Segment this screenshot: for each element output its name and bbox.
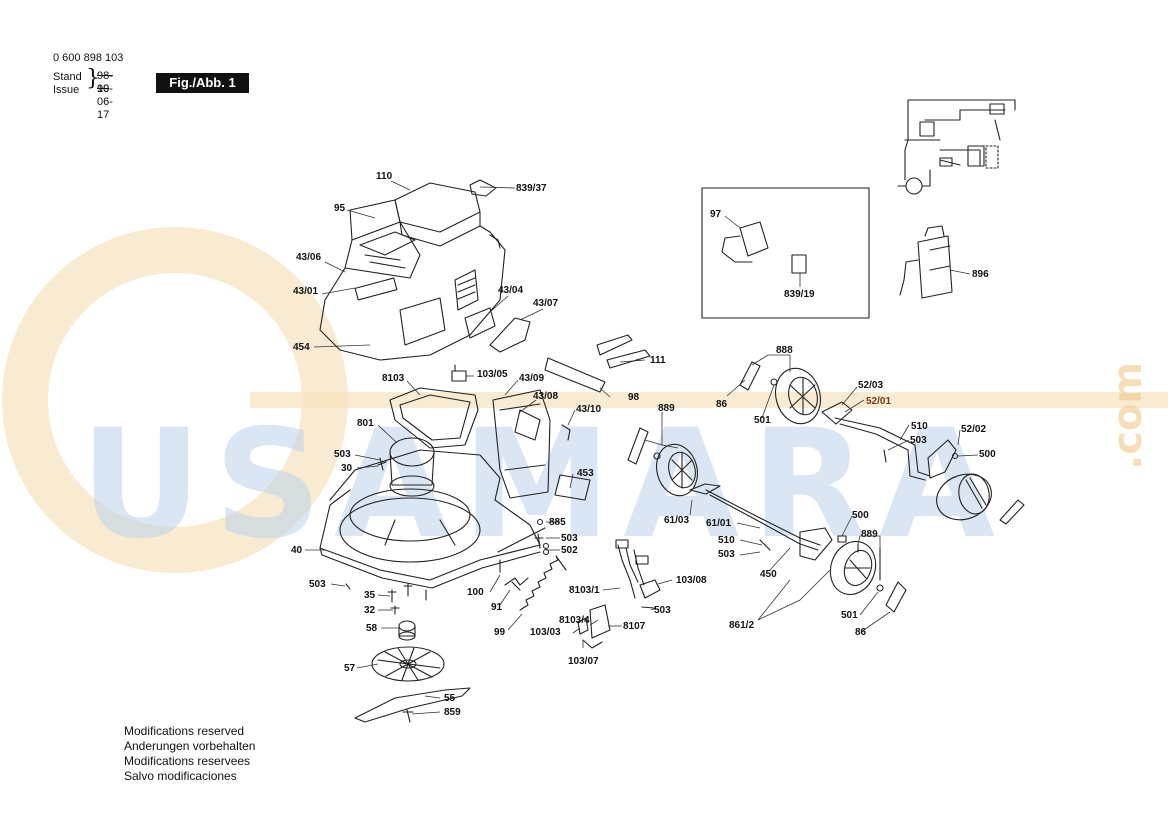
callout-453: 453 [577,468,594,479]
callout-500-a: 500 [979,449,996,460]
callout-103-07: 103/07 [568,656,599,667]
callout-43-04: 43/04 [498,285,524,296]
brace-icon: } [86,66,100,91]
callout-861-2: 861/2 [729,620,755,631]
front-axle-drawing [689,483,833,561]
callout-8107: 8107 [623,621,646,632]
callout-43-06: 43/06 [296,252,322,263]
issue-date: 99-06-17 [97,83,113,121]
callout-8103-1: 8103/1 [569,585,600,596]
callout-43-09: 43/09 [519,373,545,384]
callout-97: 97 [710,209,722,220]
figure-label: Fig./Abb. 1 [156,73,249,93]
callout-61-03: 61/03 [664,515,690,526]
callout-503-a: 503 [334,449,351,460]
front-wheel-left-drawing [829,535,907,613]
callout-103-03: 103/03 [530,627,561,638]
screws-drawing [345,457,655,723]
circuit-diagram-drawing [897,99,1016,195]
callout-500-b: 500 [852,510,869,521]
callout-896: 896 [972,269,989,280]
note-en: Modifications reserved [124,724,245,738]
callout-510-a: 510 [911,421,928,432]
callout-86-a: 86 [716,399,728,410]
callout-35: 35 [364,590,376,601]
callout-454: 454 [293,342,310,353]
part-number: 0 600 898 103 [53,52,124,64]
callout-61-01: 61/01 [706,518,732,529]
callout-58: 58 [366,623,378,634]
battery-pack-drawing [899,225,953,299]
callout-52-03: 52/03 [858,380,884,391]
note-de: Anderungen vorbehalten [124,739,256,753]
modification-notes: Modifications reserved Anderungen vorbeh… [124,724,255,784]
inset-box-drawing [701,187,870,319]
callout-8103: 8103 [382,373,405,384]
callout-8103-4: 8103/4 [559,615,590,626]
callout-839-19: 839/19 [784,289,815,300]
front-wheel-right-drawing [936,473,1025,525]
callout-91: 91 [491,602,503,613]
callout-43-07: 43/07 [533,298,559,309]
callout-503-d: 503 [654,605,671,616]
callout-43-01: 43/01 [293,286,319,297]
callout-95: 95 [334,203,346,214]
callout-503-b: 503 [561,533,578,544]
height-adjust-axle-drawing [821,401,959,481]
callout-57: 57 [344,663,356,674]
callout-52-01: 52/01 [866,396,892,407]
callout-859: 859 [444,707,461,718]
blade-assembly-drawing [354,620,471,723]
callout-889-a: 889 [658,403,675,414]
callout-503-e: 503 [910,435,927,446]
callout-32: 32 [364,605,376,616]
hood-drawing [319,179,506,361]
stand-label: Stand [53,71,82,83]
callout-103-08: 103/08 [676,575,707,586]
stand-date: 98-10 [97,70,113,95]
callout-55: 55 [444,693,456,704]
callout-98: 98 [628,392,640,403]
callout-111: 111 [650,355,666,366]
callout-40: 40 [291,545,303,556]
callout-885: 885 [549,517,566,528]
callout-100: 100 [467,587,484,598]
callout-510-b: 510 [718,535,735,546]
rear-wheels-drawing [627,361,822,497]
callout-43-08: 43/08 [533,391,559,402]
callout-501-a: 501 [754,415,771,426]
switch-wiring-drawing [577,539,661,649]
spring-drawing [499,555,567,611]
callout-502: 502 [561,545,578,556]
callout-501-b: 501 [841,610,858,621]
callout-103-05: 103/05 [477,369,508,380]
callout-888: 888 [776,345,793,356]
callout-30: 30 [341,463,353,474]
note-fr: Modifications reservees [124,754,251,768]
callout-450: 450 [760,569,777,580]
callout-839-37: 839/37 [516,183,547,194]
callout-43-10: 43/10 [576,404,602,415]
grass-flap-drawing [451,307,651,441]
callout-801: 801 [357,418,374,429]
callout-503-c: 503 [309,579,326,590]
callout-86-b: 86 [855,627,867,638]
callout-110: 110 [376,171,393,182]
motor-and-deck-drawing [319,437,546,589]
note-es: Salvo modificaciones [124,769,237,783]
issue-label: Issue [53,84,80,96]
handle-drawing [389,387,591,501]
callout-99: 99 [494,627,506,638]
callout-889-b: 889 [861,529,878,540]
callout-503-f: 503 [718,549,735,560]
callout-52-02: 52/02 [961,424,987,435]
